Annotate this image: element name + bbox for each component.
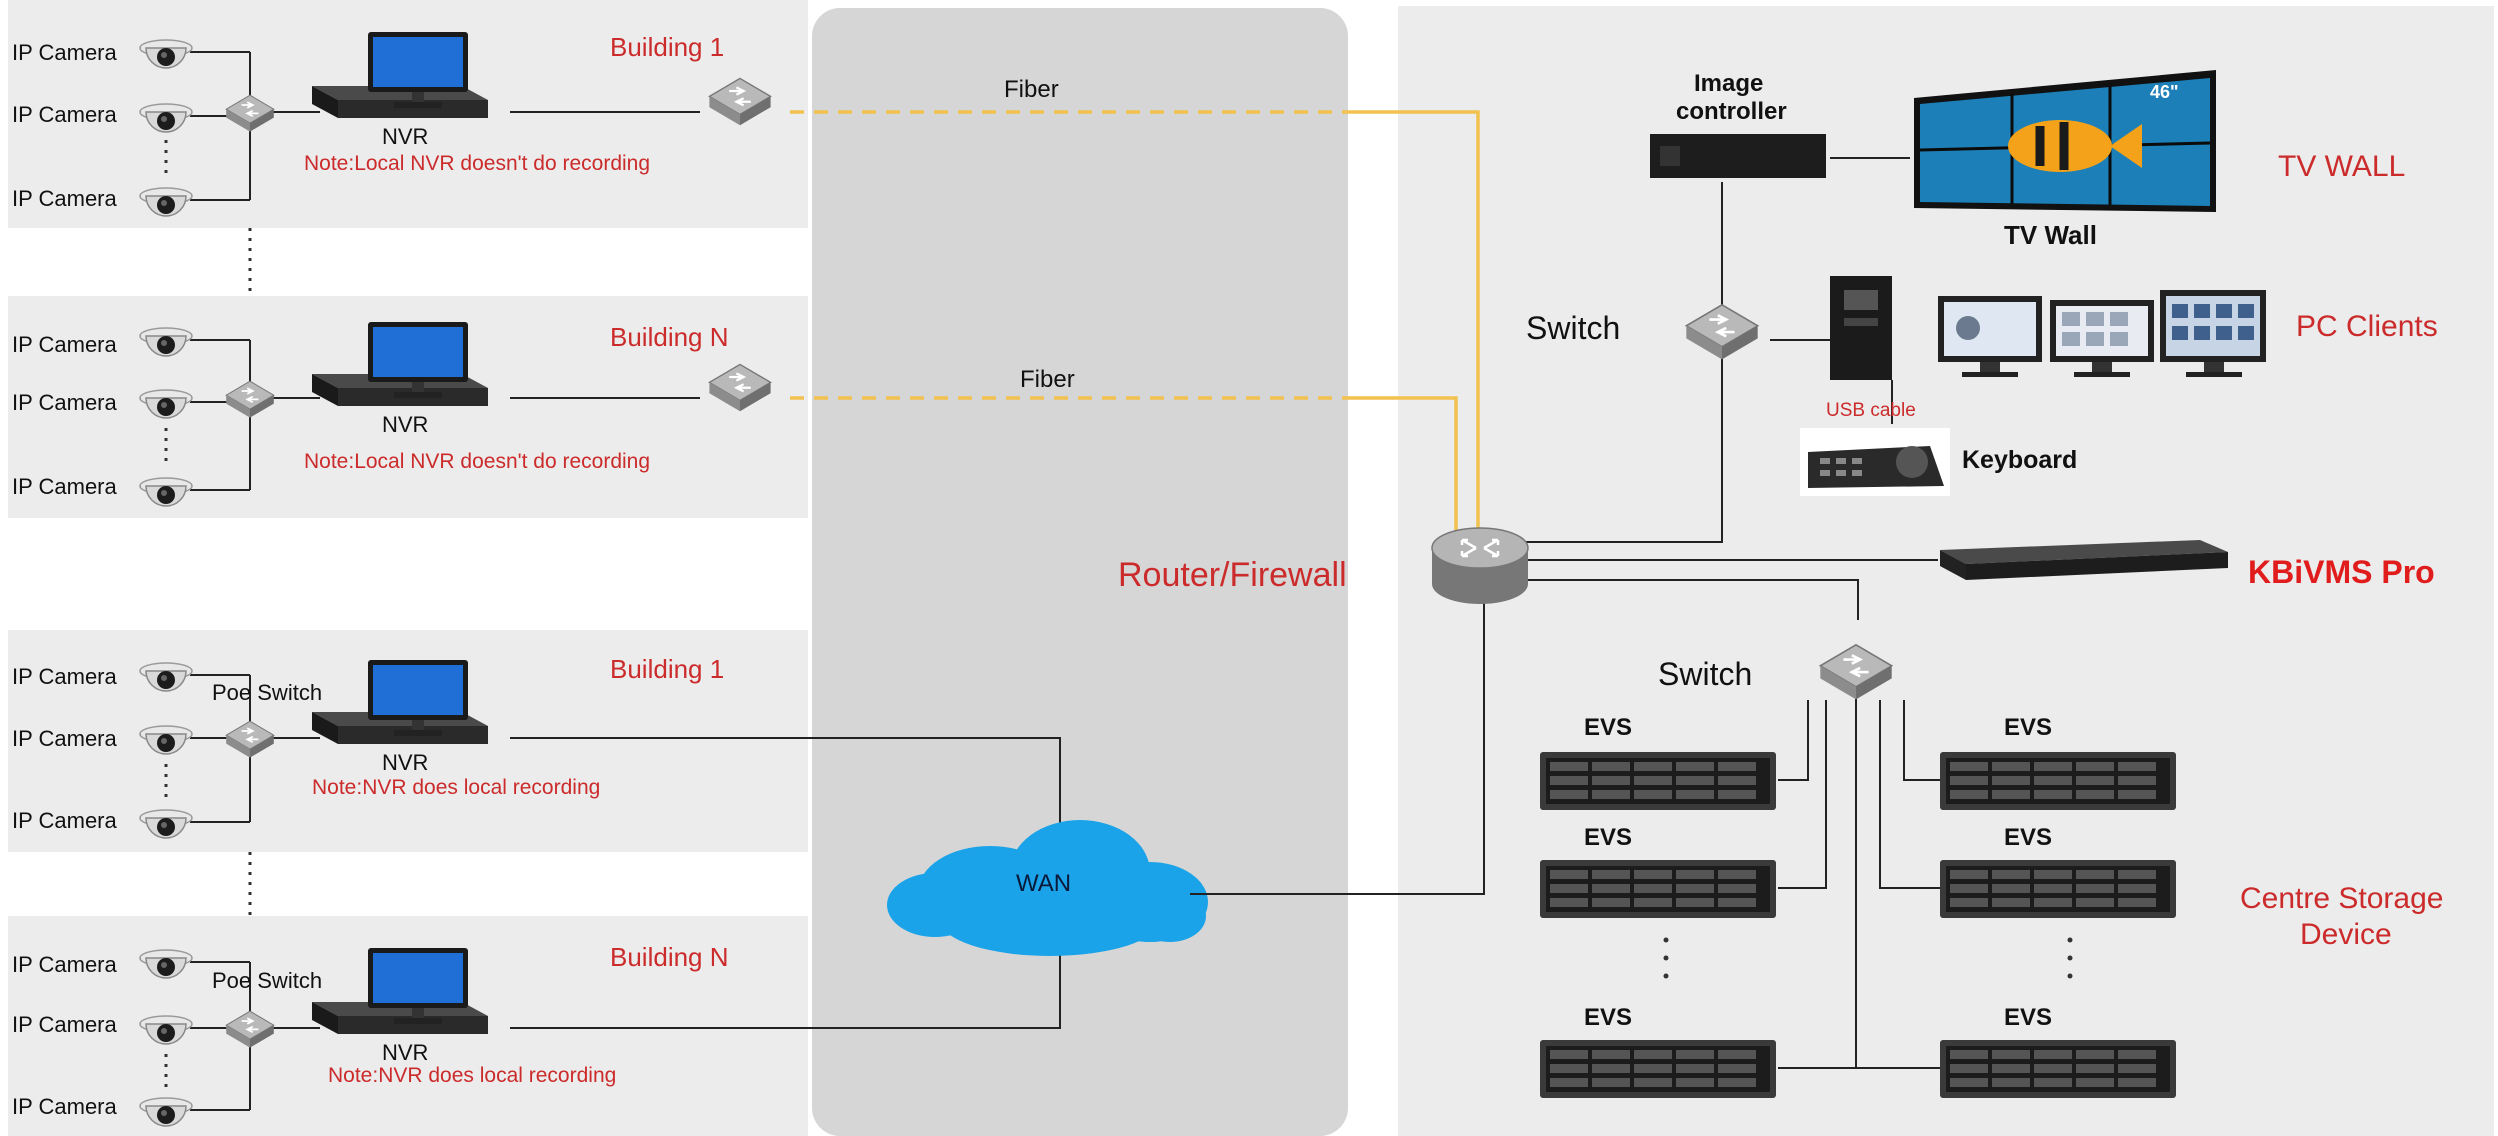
- pc-clients-title: PC Clients: [2296, 310, 2438, 343]
- building-title: Building 1: [610, 654, 725, 684]
- evs-label: EVS: [1584, 714, 1633, 741]
- nvr-label: NVR: [382, 412, 429, 437]
- dome-camera-icon: [139, 39, 193, 69]
- image-controller-label: Image: [1694, 70, 1764, 97]
- building-note: Note:Local NVR doesn't do recording: [304, 152, 651, 175]
- dome-camera-icon: [139, 103, 193, 133]
- dome-camera-icon: [139, 1097, 193, 1127]
- monitor-icon: [1938, 290, 2266, 377]
- camera-label: IP Camera: [12, 390, 117, 415]
- server-icon: [1940, 860, 2176, 918]
- nvr-label: NVR: [382, 1040, 429, 1065]
- camera-label: IP Camera: [12, 1012, 117, 1037]
- usb-cable-label: USB cable: [1826, 400, 1916, 421]
- server-icon: [1940, 540, 2228, 580]
- poe-switch-label: Poe Switch: [212, 680, 323, 705]
- camera-label: IP Camera: [12, 40, 117, 65]
- camera-label: IP Camera: [12, 186, 117, 211]
- dome-camera-icon: [139, 725, 193, 755]
- keyboard-label: Keyboard: [1962, 446, 2078, 474]
- switch-icon: [225, 1010, 275, 1049]
- switch-icon: [708, 77, 772, 127]
- switch-label: Switch: [1526, 310, 1621, 346]
- camera-label: IP Camera: [12, 808, 117, 833]
- ptz-keyboard-icon: [1800, 428, 1950, 496]
- camera-label: IP Camera: [12, 332, 117, 357]
- switch-icon: [708, 363, 772, 413]
- evs-label: EVS: [2004, 824, 2053, 851]
- building-title: Building 1: [610, 32, 725, 62]
- switch-icon: [1818, 643, 1894, 701]
- dome-camera-icon: [139, 389, 193, 419]
- building-title: Building N: [610, 322, 729, 352]
- dome-camera-icon: [139, 949, 193, 979]
- server-icon: [1540, 752, 1776, 810]
- image-controller-icon: [1650, 134, 1826, 178]
- poe-switch-label: Poe Switch: [212, 968, 323, 993]
- image-controller-label: controller: [1676, 98, 1787, 125]
- dome-camera-icon: [139, 662, 193, 692]
- building-title: Building N: [610, 942, 729, 972]
- centre-storage-title: Device: [2300, 918, 2392, 951]
- tv-size-label: 46": [2150, 82, 2179, 102]
- server-icon: [1540, 860, 1776, 918]
- camera-label: IP Camera: [12, 474, 117, 499]
- fiber-label: Fiber: [1004, 76, 1059, 103]
- camera-label: IP Camera: [12, 664, 117, 689]
- switch-icon: [225, 94, 275, 133]
- pc-tower-icon: [1830, 276, 1892, 380]
- router-firewall-label: Router/Firewall: [1118, 556, 1347, 594]
- evs-label: EVS: [2004, 1004, 2053, 1031]
- centre-storage-title: Centre Storage: [2240, 882, 2444, 915]
- evs-label: EVS: [2004, 714, 2053, 741]
- fiber-label: Fiber: [1020, 366, 1075, 393]
- camera-label: IP Camera: [12, 102, 117, 127]
- evs-label: EVS: [1584, 824, 1633, 851]
- building-note: Note:NVR does local recording: [328, 1064, 617, 1087]
- switch-label: Switch: [1658, 656, 1753, 692]
- switch-icon: [225, 380, 275, 419]
- wan-label: WAN: [1016, 870, 1072, 897]
- nvr-label: NVR: [382, 750, 429, 775]
- nvr-label: NVR: [382, 124, 429, 149]
- server-icon: [1940, 752, 2176, 810]
- tv-wall-section-title: TV WALL: [2278, 150, 2406, 183]
- kbivms-label: KBiVMS Pro: [2248, 554, 2435, 590]
- evs-label: EVS: [1584, 1004, 1633, 1031]
- switch-icon: [1684, 303, 1760, 361]
- dome-camera-icon: [139, 1015, 193, 1045]
- server-icon: [1940, 1040, 2176, 1098]
- video-wall-icon: [1914, 70, 2216, 212]
- dome-camera-icon: [139, 327, 193, 357]
- router-icon: [1431, 527, 1529, 604]
- camera-label: IP Camera: [12, 952, 117, 977]
- building-note: Note:NVR does local recording: [312, 776, 601, 799]
- camera-label: IP Camera: [12, 726, 117, 751]
- dome-camera-icon: [139, 187, 193, 217]
- building-note: Note:Local NVR doesn't do recording: [304, 450, 651, 473]
- server-icon: [1540, 1040, 1776, 1098]
- tv-wall-caption: TV Wall: [2004, 220, 2097, 250]
- cloud-icon: [887, 820, 1208, 956]
- switch-icon: [225, 720, 275, 759]
- dome-camera-icon: [139, 809, 193, 839]
- dome-camera-icon: [139, 477, 193, 507]
- camera-label: IP Camera: [12, 1094, 117, 1119]
